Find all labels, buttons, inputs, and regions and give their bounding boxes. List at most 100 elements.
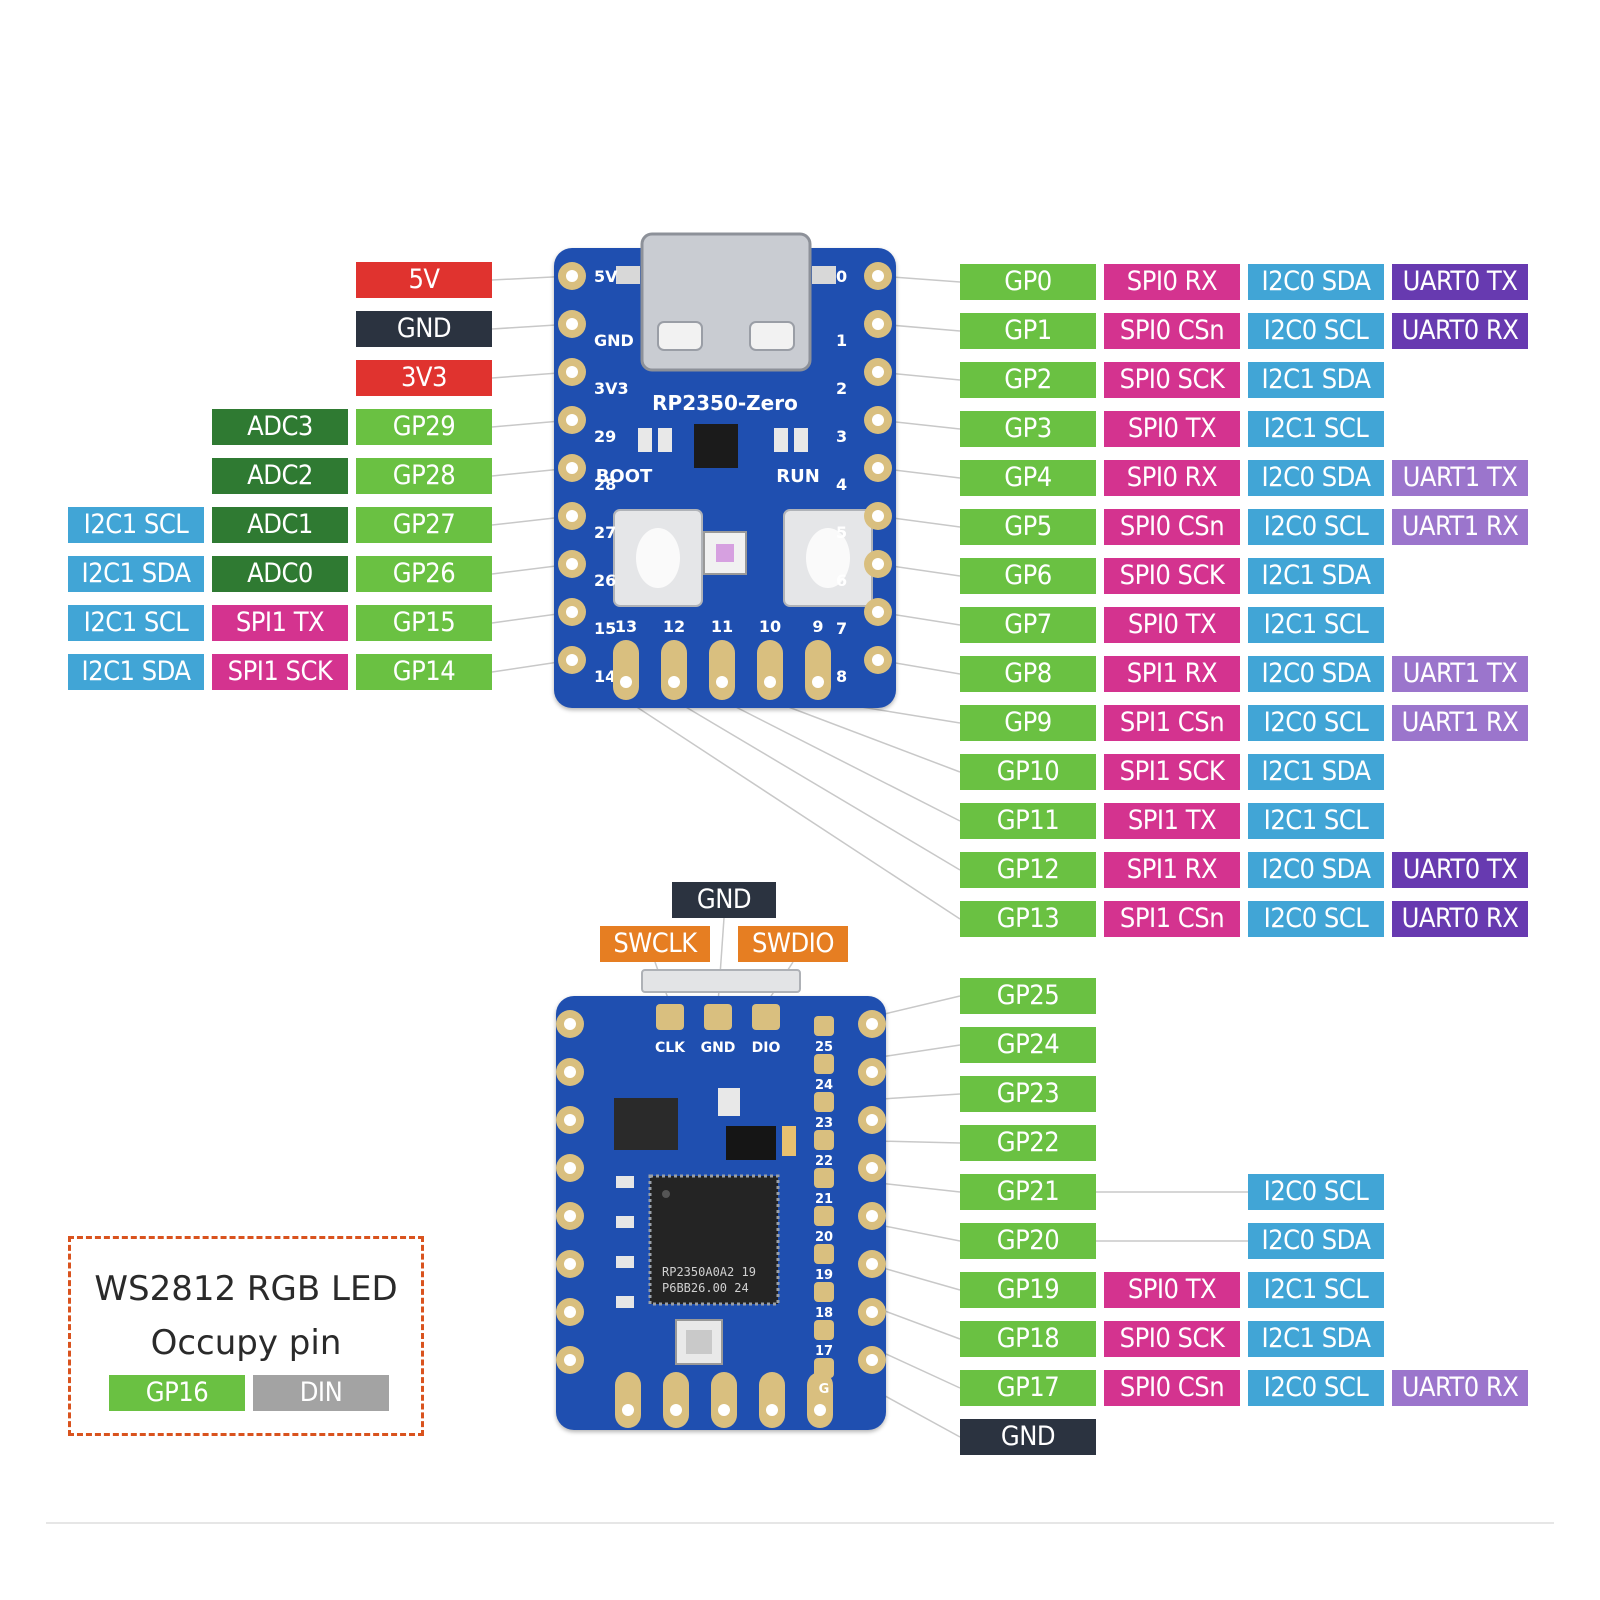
top-left-pin-2-hole <box>566 366 578 378</box>
bottom-inner-pin-4-pad <box>814 1168 834 1188</box>
top-left-pin-2-number: 3V3 <box>594 379 629 398</box>
bottom-right-pin-3-hole <box>866 1162 878 1174</box>
left-row-8-cell-1: SPI1 SCK <box>212 654 348 690</box>
right-row-8-cell-3: UART1 TX <box>1392 656 1528 692</box>
bottom-inner-pin-3-pad <box>814 1130 834 1150</box>
top-left-pin-6-hole <box>566 558 578 570</box>
right-row-5-cell-1: SPI0 CSn <box>1104 509 1240 545</box>
top-right-pin-4-hole <box>872 462 884 474</box>
bottom-right-row-5-cell-0: GP20 <box>960 1223 1096 1259</box>
right-row-5-cell-2: I2C0 SCL <box>1248 509 1384 545</box>
top-right-pin-8-hole <box>872 654 884 666</box>
bottom-right-row-3-cell-0: GP22 <box>960 1125 1096 1161</box>
right-row-10-cell-1: SPI1 SCK <box>1104 754 1240 790</box>
boot-label: BOOT <box>596 466 653 487</box>
run-label: RUN <box>776 466 820 487</box>
debug-swdio-label: SWDIO <box>738 926 848 962</box>
top-right-pin-2-number: 2 <box>836 379 847 398</box>
top-right-pin-6-number: 6 <box>836 571 847 590</box>
right-row-4-cell-3: UART1 TX <box>1392 460 1528 496</box>
bottom-right-row-4-cell-0: GP21 <box>960 1174 1096 1210</box>
top-left-pin-5-number: 27 <box>594 523 616 542</box>
top-left-pin-1-hole <box>566 318 578 330</box>
left-row-8-cell-2: GP14 <box>356 654 492 690</box>
top-bottom-pin-1-number: 12 <box>663 617 685 636</box>
bottom-inner-pin-8-pad <box>814 1320 834 1340</box>
debug-gnd-label: GND <box>672 882 776 918</box>
top-bottom-pin-3-number: 10 <box>759 617 781 636</box>
bottom-left-pin-2-hole <box>564 1114 576 1126</box>
dio-pad-label: DIO <box>752 1040 781 1056</box>
right-row-3-cell-0: GP3 <box>960 411 1096 447</box>
right-row-7-cell-2: I2C1 SCL <box>1248 607 1384 643</box>
bottom-bottom-pin-2-hole <box>718 1404 730 1416</box>
left-row-1-cell-0: GND <box>356 311 492 347</box>
bottom-inner-pin-3-number: 22 <box>815 1154 833 1169</box>
ws2812-legend: WS2812 RGB LED Occupy pin GP16 DIN <box>68 1236 424 1436</box>
left-row-6-cell-0: I2C1 SDA <box>68 556 204 592</box>
bottom-bottom-pin-3-hole <box>766 1404 778 1416</box>
right-row-13-cell-0: GP13 <box>960 901 1096 937</box>
bottom-right-row-8-cell-0: GP17 <box>960 1370 1096 1406</box>
dio-pad <box>752 1004 780 1030</box>
right-row-1-cell-2: I2C0 SCL <box>1248 313 1384 349</box>
bottom-inner-pin-8-number: 17 <box>815 1344 833 1359</box>
bottom-right-pin-6-hole <box>866 1306 878 1318</box>
bottom-right-row-8-cell-3: UART0 RX <box>1392 1370 1528 1406</box>
top-left-pin-7-number: 15 <box>594 619 616 638</box>
bottom-right-row-7-cell-0: GP18 <box>960 1321 1096 1357</box>
top-right-pin-4-number: 4 <box>836 475 847 494</box>
bottom-right-pin-5-hole <box>866 1258 878 1270</box>
bottom-bottom-pin-3-pad <box>759 1372 785 1428</box>
footer-divider <box>46 1522 1554 1524</box>
debug-swclk-label: SWCLK <box>600 926 710 962</box>
bottom-right-row-6-cell-2: I2C1 SCL <box>1248 1272 1384 1308</box>
gnd-pad-label: GND <box>701 1040 736 1056</box>
right-row-9-cell-3: UART1 RX <box>1392 705 1528 741</box>
bottom-left-pin-4-hole <box>564 1210 576 1222</box>
right-row-10-cell-2: I2C1 SDA <box>1248 754 1384 790</box>
right-wire-12 <box>673 699 961 871</box>
top-bottom-pin-1-hole <box>668 676 680 688</box>
top-right-pin-6-hole <box>872 558 884 570</box>
bottom-right-row-9-cell-0: GND <box>960 1419 1096 1455</box>
bottom-inner-pin-6-pad <box>814 1244 834 1264</box>
bottom-right-row-8-cell-2: I2C0 SCL <box>1248 1370 1384 1406</box>
left-row-4-cell-0: ADC2 <box>212 458 348 494</box>
bottom-right-pin-2-hole <box>866 1114 878 1126</box>
right-row-2-cell-2: I2C1 SDA <box>1248 362 1384 398</box>
top-bottom-pin-2-hole <box>716 676 728 688</box>
clk-pad-label: CLK <box>655 1040 686 1056</box>
right-row-13-cell-2: I2C0 SCL <box>1248 901 1384 937</box>
top-left-pin-0-hole <box>566 270 578 282</box>
legend-gp16: GP16 <box>109 1375 245 1411</box>
bottom-inner-pin-7-pad <box>814 1282 834 1302</box>
left-row-5-cell-0: I2C1 SCL <box>68 507 204 543</box>
right-row-10-cell-0: GP10 <box>960 754 1096 790</box>
bottom-right-pin-1-hole <box>866 1066 878 1078</box>
right-row-12-cell-0: GP12 <box>960 852 1096 888</box>
right-row-12-cell-1: SPI1 RX <box>1104 852 1240 888</box>
right-row-7-cell-1: SPI0 TX <box>1104 607 1240 643</box>
top-left-pin-6-number: 26 <box>594 571 616 590</box>
bottom-left-pin-3-hole <box>564 1162 576 1174</box>
right-row-4-cell-1: SPI0 RX <box>1104 460 1240 496</box>
right-wire-11 <box>721 699 961 822</box>
bottom-inner-pin-0-pad <box>814 1016 834 1036</box>
bottom-bottom-pin-0-pad <box>615 1372 641 1428</box>
top-right-pin-7-number: 7 <box>836 619 847 638</box>
top-right-pin-8-number: 8 <box>836 667 847 686</box>
bottom-right-row-5-cell-1: I2C0 SDA <box>1248 1223 1384 1259</box>
bottom-inner-pin-2-number: 23 <box>815 1116 833 1131</box>
bottom-inner-pin-2-pad <box>814 1092 834 1112</box>
left-row-7-cell-0: I2C1 SCL <box>68 605 204 641</box>
bottom-inner-pin-1-number: 24 <box>815 1078 833 1093</box>
top-left-pin-7-hole <box>566 606 578 618</box>
right-row-0-cell-2: I2C0 SDA <box>1248 264 1384 300</box>
left-row-0-cell-0: 5V <box>356 262 492 298</box>
